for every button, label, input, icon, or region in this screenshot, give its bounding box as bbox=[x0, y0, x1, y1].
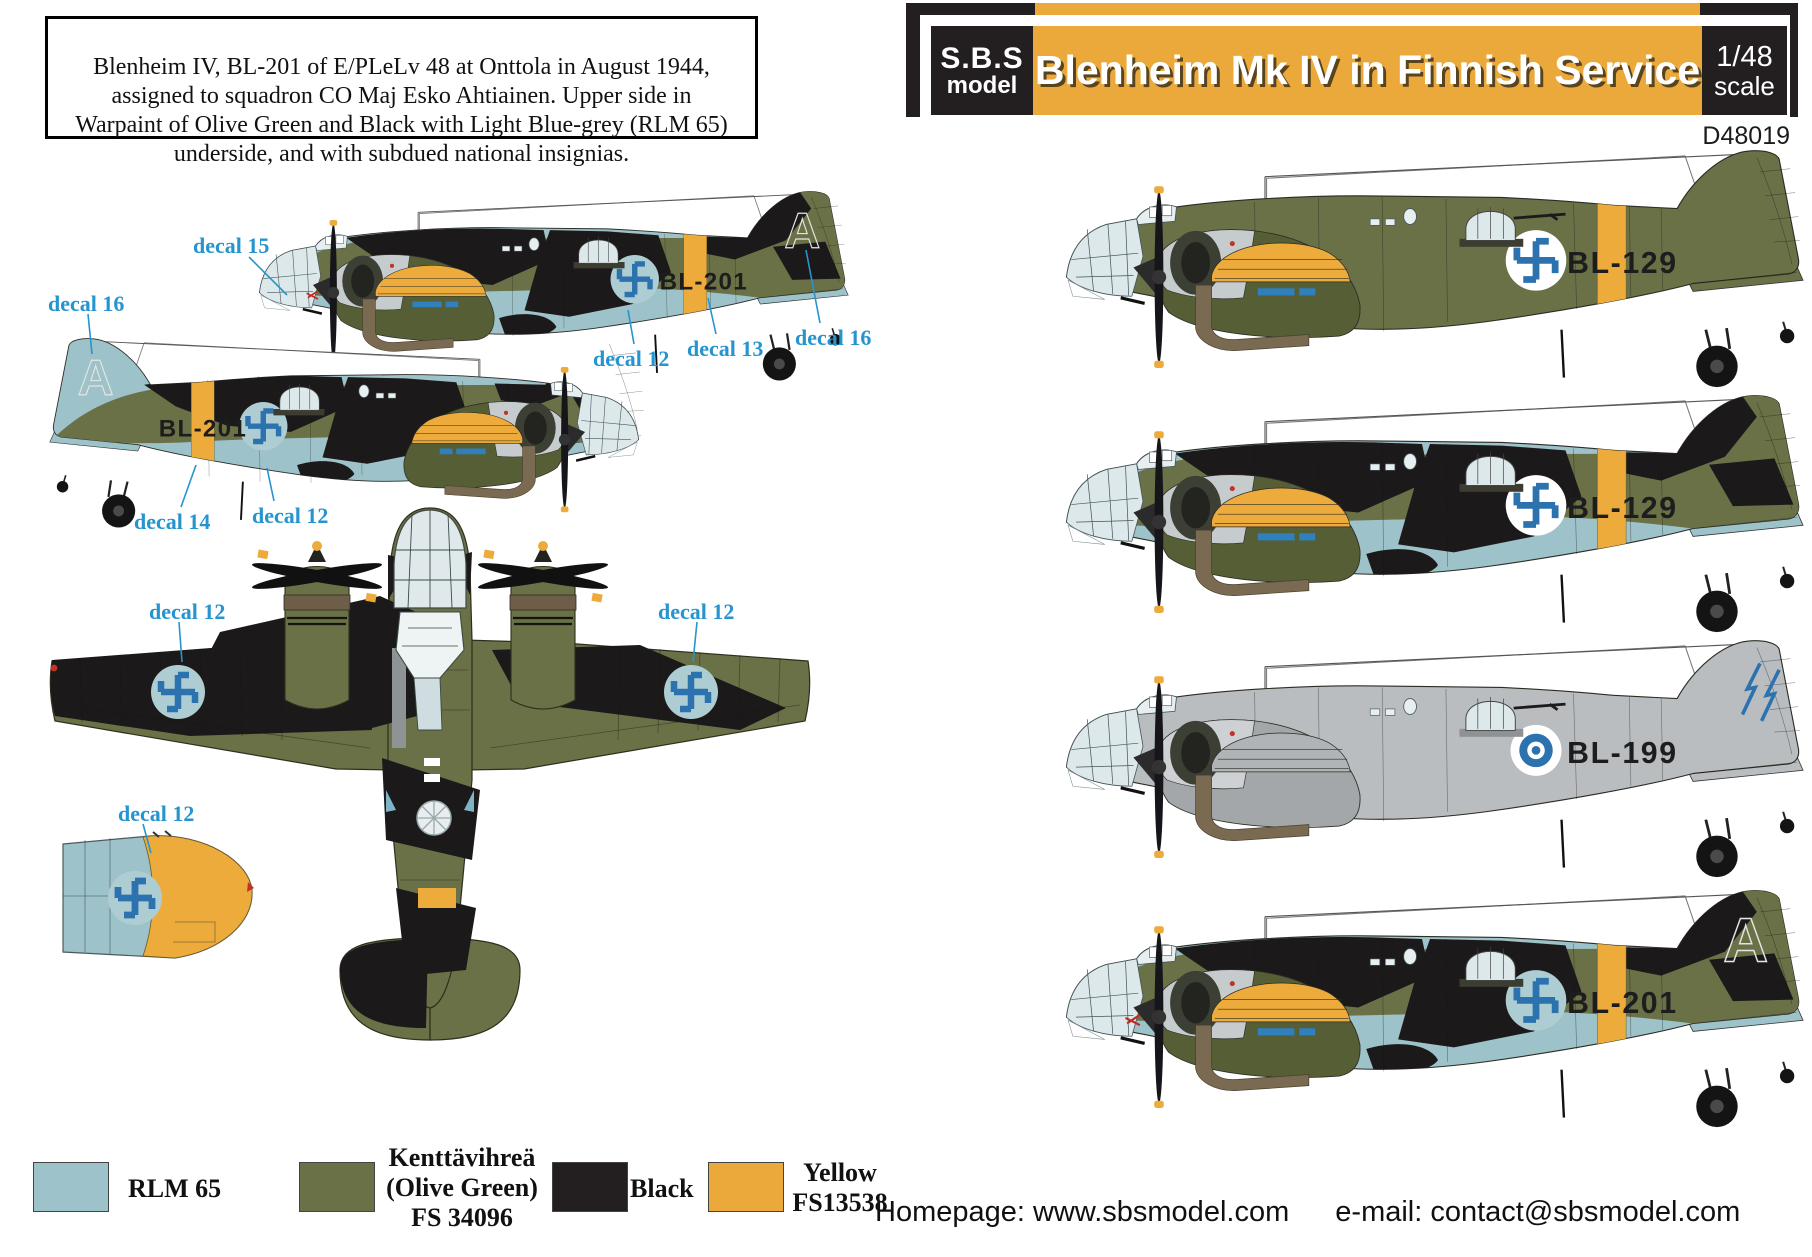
swastika-insignia bbox=[670, 671, 712, 713]
brand-logo: S.B.S model bbox=[931, 26, 1033, 115]
scale-badge: 1/48 scale bbox=[1702, 26, 1787, 115]
legend-label: Black bbox=[630, 1174, 694, 1203]
decal-callout-label: decal 16 bbox=[795, 325, 872, 350]
aircraft-profile-bl199-grey: BL-199 bbox=[1055, 630, 1805, 909]
tail-lightning-bolts bbox=[1740, 662, 1781, 722]
sheet-title-bar: Blenheim Mk IV in Finnish Service bbox=[1033, 26, 1702, 115]
sheet-title: Blenheim Mk IV in Finnish Service bbox=[1034, 47, 1701, 93]
decal-callout-label: decal 12 bbox=[252, 503, 329, 528]
swastika-insignia bbox=[245, 408, 282, 445]
homepage-text: Homepage: www.sbsmodel.com bbox=[875, 1196, 1290, 1228]
decal-callout-label: decal 12 bbox=[149, 599, 226, 624]
swastika-insignia bbox=[1513, 237, 1559, 283]
legend-label: FS 34096 bbox=[411, 1203, 513, 1232]
decal-callout-label: decal 12 bbox=[593, 346, 670, 371]
aircraft-profile-bl201-camo: BL-201 A bbox=[1055, 880, 1805, 1159]
scale-value: 1/48 bbox=[1716, 40, 1773, 73]
brand-name: S.B.S bbox=[940, 41, 1024, 75]
legend-label: FS13538 bbox=[792, 1188, 888, 1217]
legend-color-swatch bbox=[708, 1162, 784, 1212]
swastika-insignia bbox=[157, 671, 199, 713]
legend-color-swatch bbox=[299, 1162, 375, 1212]
tail-letter: A bbox=[784, 203, 820, 259]
product-code: D48019 bbox=[1702, 122, 1790, 150]
email-text: e-mail: contact@sbsmodel.com bbox=[1335, 1196, 1741, 1228]
aircraft-code: BL-199 bbox=[1567, 737, 1678, 770]
scale-word: scale bbox=[1714, 70, 1775, 101]
legend-label: (Olive Green) bbox=[386, 1173, 538, 1202]
decal-callout-label: decal 16 bbox=[48, 291, 125, 316]
legend-color-swatch bbox=[552, 1162, 628, 1212]
aircraft-profile-bl201-right-side: BL-201 A bbox=[48, 330, 648, 553]
legend-label: Yellow bbox=[803, 1158, 877, 1187]
swastika-insignia bbox=[1513, 977, 1559, 1023]
swastika-insignia bbox=[114, 877, 156, 919]
aircraft-code: BL-201 bbox=[1567, 987, 1678, 1020]
aircraft-code: BL-201 bbox=[159, 415, 247, 442]
decal-callout-label: decal 15 bbox=[193, 233, 270, 258]
decal-callout-label: decal 13 bbox=[687, 336, 764, 361]
aircraft-profile-bl129-camo: BL-129 bbox=[1055, 385, 1805, 664]
swastika-insignia bbox=[616, 261, 653, 298]
swastika-insignia bbox=[1513, 482, 1559, 528]
contact-footer: Homepage: www.sbsmodel.com e-mail: conta… bbox=[875, 1196, 1805, 1229]
description-box: Blenheim IV, BL-201 of E/PLeLv 48 at Ont… bbox=[45, 16, 758, 167]
decal-callout-label: decal 14 bbox=[134, 509, 211, 534]
aircraft-top-view bbox=[40, 500, 820, 1050]
aircraft-code: BL-201 bbox=[660, 268, 748, 295]
decal-callout-label: decal 12 bbox=[658, 599, 735, 624]
legend-label: Kenttävihreä bbox=[388, 1143, 536, 1172]
aircraft-code: BL-129 bbox=[1567, 492, 1678, 525]
wing-underside-detail bbox=[55, 830, 265, 970]
tail-letter: A bbox=[78, 350, 114, 406]
legend-color-swatch bbox=[33, 1162, 109, 1212]
brand-sub: model bbox=[946, 71, 1018, 99]
legend-label: RLM 65 bbox=[128, 1174, 222, 1203]
tail-letter: A bbox=[1723, 906, 1768, 975]
aircraft-profile-bl129-olive: BL-129 bbox=[1055, 140, 1805, 419]
description-text: Blenheim IV, BL-201 of E/PLeLv 48 at Ont… bbox=[75, 54, 728, 167]
header-banner: S.B.S model Blenheim Mk IV in Finnish Se… bbox=[931, 26, 1787, 115]
aircraft-code: BL-129 bbox=[1567, 247, 1678, 280]
decal-callout-label: decal 12 bbox=[118, 801, 195, 826]
